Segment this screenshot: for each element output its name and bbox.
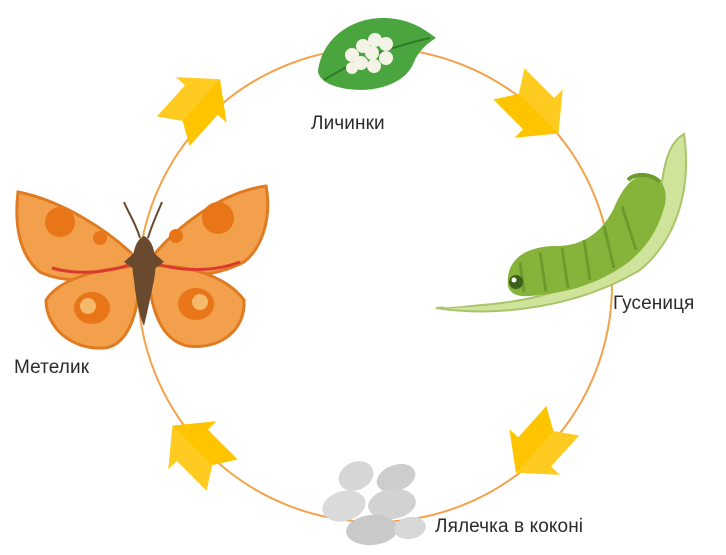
stage-label-eggs: Личинки: [311, 113, 385, 135]
butterfly-icon: [17, 186, 268, 348]
stage-label-butterfly: Метелик: [14, 357, 89, 379]
stage-label-pupa: Лялечка в коконі: [435, 516, 583, 538]
cocoon-icon: [319, 456, 428, 548]
eggs-on-leaf-icon: [318, 18, 436, 90]
cycle-arrow-bottom-left: [149, 402, 247, 500]
cycle-arrow-bottom-right: [491, 398, 588, 496]
caterpillar-on-leaf-icon: [436, 134, 686, 311]
cycle-arrow-top-left: [148, 56, 245, 154]
cycle-arrow-top-right: [485, 60, 583, 158]
stage-label-caterpillar: Гусениця: [613, 293, 694, 315]
